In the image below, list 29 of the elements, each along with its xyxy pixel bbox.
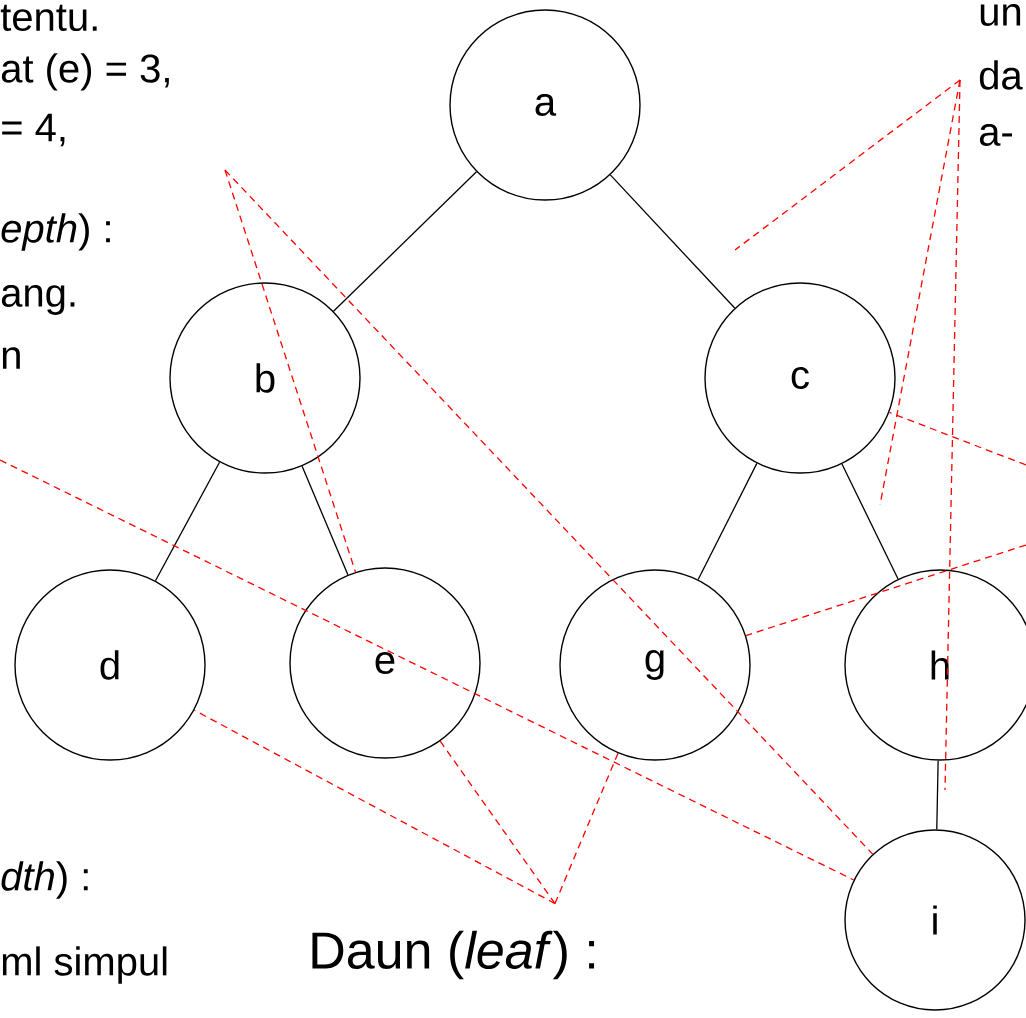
text-fragment: tentu. — [0, 4, 97, 32]
leader-line — [944, 79, 961, 791]
leader-line — [193, 709, 556, 905]
text-fragment: un — [980, 4, 1021, 26]
text-fragment: ml simpul — [2, 946, 167, 984]
tree-edge — [332, 171, 478, 312]
tree-edge — [697, 462, 758, 581]
annotation-text: Daun (leaf) : — [312, 930, 595, 980]
text-fragment: n — [2, 347, 20, 369]
text-fragment: epth) : — [1, 213, 110, 251]
tree-edge — [609, 174, 736, 309]
tree-edge — [154, 461, 221, 582]
leader-line — [745, 544, 1026, 637]
text-fragment: at (e) = 3, — [1, 53, 169, 91]
leader-line — [439, 740, 556, 905]
annotation-text: da — [979, 60, 1023, 90]
text-fragment: ang. — [1, 285, 75, 315]
leader-line — [224, 169, 357, 573]
text-fragment: = 4, — [2, 113, 65, 147]
tree-edge — [301, 465, 349, 576]
leader-line — [888, 411, 1026, 466]
leader-line — [0, 459, 855, 881]
tree-edge — [936, 760, 939, 830]
leader-line — [734, 79, 961, 251]
leader-line — [224, 169, 874, 855]
text-fragment: a- — [979, 124, 1012, 146]
leader-line — [554, 752, 619, 905]
text-fragment: dth) : — [1, 861, 88, 899]
tree-edge — [841, 463, 899, 580]
